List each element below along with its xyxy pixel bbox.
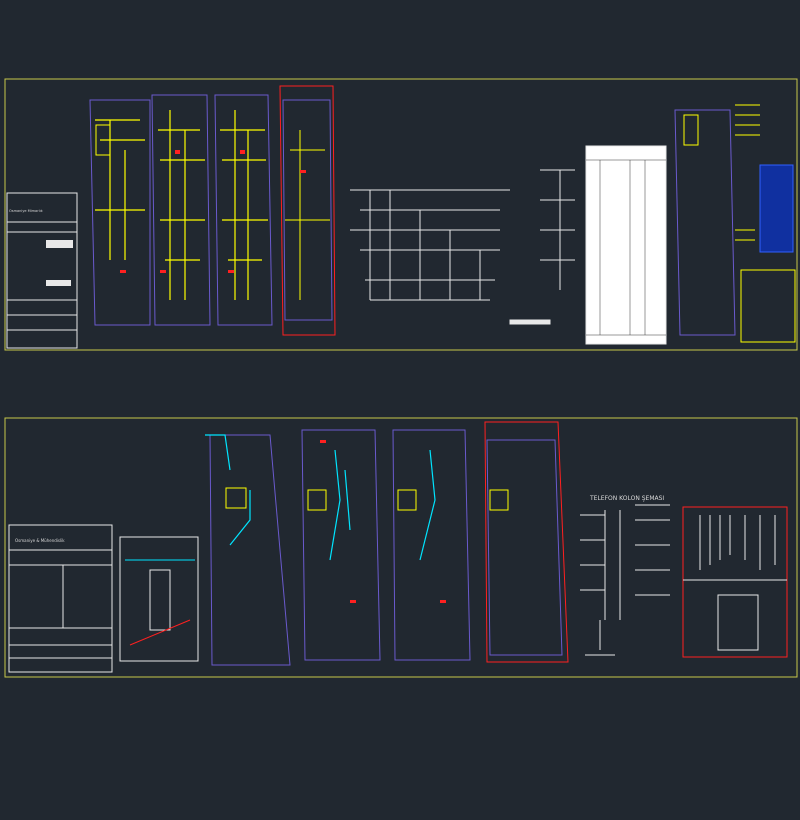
floor-plan-water-4[interactable] [484, 421, 569, 663]
load-table[interactable] [585, 145, 667, 345]
floor-plan-water-3[interactable] [392, 429, 471, 661]
floor-plan-electrical-4[interactable] [279, 85, 336, 336]
site-plan[interactable] [674, 109, 736, 336]
floor-plan-electrical-2[interactable] [151, 94, 211, 326]
telephone-riser-diagram[interactable]: TELEFON KOLON ŞEMASI [580, 495, 670, 656]
sheet-2-frame [4, 417, 798, 678]
sheet-2: Osmaniye & Mühendislik [4, 417, 798, 678]
title-block-2: Osmaniye & Mühendislik [8, 524, 113, 673]
legend[interactable] [735, 104, 796, 343]
company-name-1: Osmaniye Mimarlık [9, 209, 44, 213]
floor-plan-electrical-1[interactable] [89, 99, 151, 326]
floor-plan-water-2[interactable] [301, 429, 381, 661]
company-name-2: Osmaniye & Mühendislik [15, 538, 65, 543]
floor-plan-water-1[interactable] [205, 434, 291, 666]
title-block-1: Osmaniye Mimarlık [6, 192, 78, 349]
sheet-1-frame [4, 78, 798, 351]
detail-box[interactable] [682, 506, 788, 658]
sheet-1: Osmaniye Mimarlık [4, 78, 798, 351]
key-plan[interactable] [119, 536, 199, 662]
floor-plan-electrical-3[interactable] [214, 94, 273, 326]
telephone-diagram-title: TELEFON KOLON ŞEMASI [589, 495, 664, 502]
riser-diagram[interactable] [350, 169, 575, 325]
